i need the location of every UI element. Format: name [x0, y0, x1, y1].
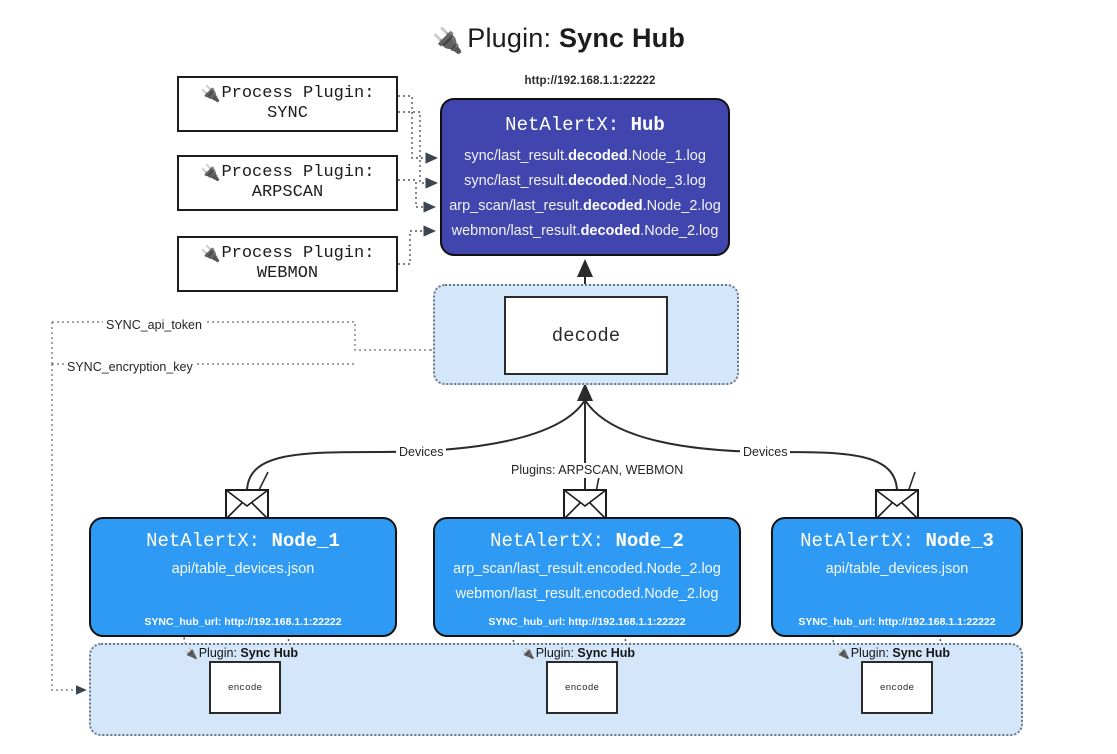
log-emphasis: decoded — [568, 148, 628, 164]
devices-label-left: Devices — [396, 445, 447, 460]
node-2[interactable]: NetAlertX: Node_2 arp_scan/last_result.e… — [433, 517, 741, 637]
plug-icon: 🔌 — [200, 84, 221, 103]
hub-url-label: http://192.168.1.1:22222 — [524, 75, 656, 87]
decode-box[interactable]: decode — [504, 296, 668, 375]
envelope-icon — [563, 489, 607, 520]
plugin-name: Sync Hub — [892, 646, 951, 660]
hub-title-name: Hub — [630, 114, 665, 136]
node-1[interactable]: NetAlertX: Node_1 api/table_devices.json… — [89, 517, 397, 637]
process-plugin-label: Process Plugin: — [221, 84, 375, 103]
log-prefix: sync/last_result. — [464, 173, 569, 189]
hub-log-row: sync/last_result.decoded.Node_1.log — [442, 144, 728, 169]
plugin-name: Sync Hub — [240, 646, 299, 660]
plugin-name: Sync Hub — [577, 646, 636, 660]
process-plugin-name: WEBMON — [256, 264, 319, 283]
process-plugin-sync[interactable]: 🔌 Process Plugin: SYNC — [177, 76, 398, 132]
encode-box-3[interactable]: encode — [861, 661, 933, 714]
hub-log-row: arp_scan/last_result.decoded.Node_2.log — [442, 194, 728, 219]
log-emphasis: decoded — [580, 223, 641, 239]
node-resource-line: api/table_devices.json — [825, 561, 969, 577]
node-resource-line: arp_scan/last_result.encoded.Node_2.log — [453, 561, 721, 577]
log-prefix: sync/last_result. — [464, 148, 569, 164]
plugin-prefix: Plugin: — [850, 646, 889, 660]
plugin-prefix: Plugin: — [198, 646, 237, 660]
process-plugin-label: Process Plugin: — [221, 244, 375, 263]
node-resource-line: webmon/last_result.encoded.Node_2.log — [455, 586, 719, 602]
encode-box-1[interactable]: encode — [209, 661, 281, 714]
process-plugin-label: Process Plugin: — [221, 163, 375, 182]
log-prefix: webmon/last_result. — [451, 223, 581, 239]
page-title-name: Sync Hub — [558, 23, 686, 53]
hub-node[interactable]: NetAlertX: Hub sync/last_result.decoded.… — [440, 98, 730, 256]
sync-encryption-key-label: SYNC_encryption_key — [64, 360, 196, 375]
envelope-icon — [875, 489, 919, 520]
node-hub-url: SYNC_hub_url: http://192.168.1.1:22222 — [798, 616, 996, 628]
plug-icon: 🔌 — [200, 163, 221, 182]
process-plugin-arpscan[interactable]: 🔌 Process Plugin: ARPSCAN — [177, 155, 398, 211]
plugin-prefix: Plugin: — [535, 646, 574, 660]
log-suffix: .Node_1.log — [627, 148, 706, 164]
node-title-prefix: NetAlertX: — [146, 530, 261, 552]
log-emphasis: decoded — [568, 173, 628, 189]
hub-log-list: sync/last_result.decoded.Node_1.log sync… — [442, 144, 728, 244]
node-title: NetAlertX: Node_2 — [435, 525, 739, 557]
node-title: NetAlertX: Node_1 — [91, 525, 395, 557]
plug-icon: 🔌 — [200, 244, 221, 263]
envelope-icon — [225, 489, 269, 520]
process-plugin-webmon[interactable]: 🔌 Process Plugin: WEBMON — [177, 236, 398, 292]
encode-plugin-label-3: 🔌Plugin: Sync Hub — [836, 646, 950, 661]
hub-log-row: sync/last_result.decoded.Node_3.log — [442, 169, 728, 194]
plug-icon: 🔌 — [521, 648, 535, 660]
plug-icon: 🔌 — [184, 648, 198, 660]
plug-icon: 🔌 — [836, 648, 850, 660]
log-suffix: .Node_2.log — [642, 198, 721, 214]
hub-log-row: webmon/last_result.decoded.Node_2.log — [442, 219, 728, 244]
node-hub-url: SYNC_hub_url: http://192.168.1.1:22222 — [488, 616, 686, 628]
log-emphasis: decoded — [582, 198, 643, 214]
hub-title-prefix: NetAlertX: — [505, 114, 620, 136]
encode-box-2[interactable]: encode — [546, 661, 618, 714]
node-title-name: Node_3 — [925, 530, 994, 552]
log-suffix: .Node_2.log — [640, 223, 719, 239]
node-title-prefix: NetAlertX: — [800, 530, 915, 552]
log-prefix: arp_scan/last_result. — [449, 198, 583, 214]
plug-icon: 🔌 — [431, 27, 464, 55]
hub-title: NetAlertX: Hub — [442, 110, 728, 140]
node-title-prefix: NetAlertX: — [490, 530, 605, 552]
node-hub-url: SYNC_hub_url: http://192.168.1.1:22222 — [144, 616, 342, 628]
node-resource-line: api/table_devices.json — [171, 561, 315, 577]
node-title-name: Node_1 — [271, 530, 340, 552]
sync-api-token-label: SYNC_api_token — [103, 318, 205, 333]
process-plugin-name: ARPSCAN — [251, 183, 324, 202]
page-title-prefix: Plugin: — [467, 23, 552, 53]
devices-label-right: Devices — [740, 445, 791, 460]
node-3[interactable]: NetAlertX: Node_3 api/table_devices.json… — [771, 517, 1023, 637]
page-title: 🔌Plugin: Sync Hub — [0, 16, 1117, 63]
encode-plugin-label-1: 🔌Plugin: Sync Hub — [184, 646, 298, 661]
node-title-name: Node_2 — [615, 530, 684, 552]
process-plugin-name: SYNC — [267, 104, 308, 123]
log-suffix: .Node_3.log — [627, 173, 706, 189]
node-title: NetAlertX: Node_3 — [773, 525, 1021, 557]
encode-plugin-label-2: 🔌Plugin: Sync Hub — [521, 646, 635, 661]
plugins-label-center: Plugins: ARPSCAN, WEBMON — [508, 463, 687, 478]
